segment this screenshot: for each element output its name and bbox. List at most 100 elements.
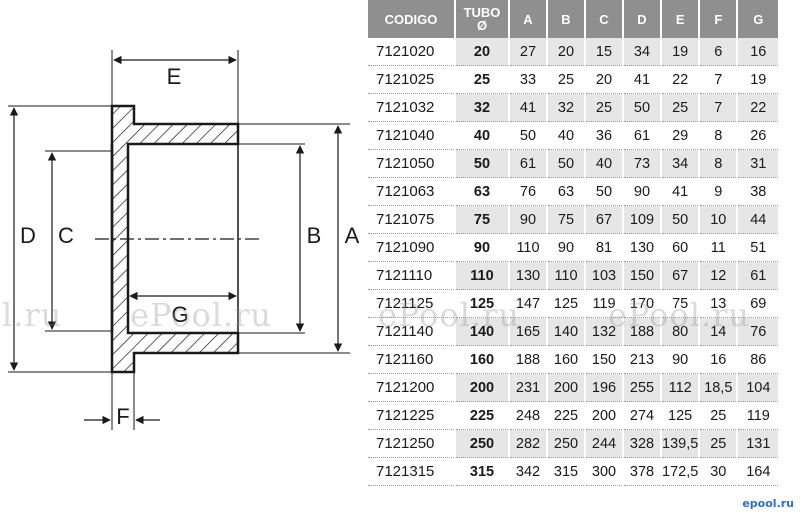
- cell-tubo: 50: [456, 150, 508, 178]
- cell-e: 60: [662, 234, 699, 262]
- cell-c: 300: [586, 458, 622, 486]
- cell-tubo: 32: [456, 94, 508, 122]
- cell-e: 29: [662, 122, 699, 150]
- cell-e: 125: [662, 402, 699, 430]
- cell-a: 342: [510, 458, 546, 486]
- cell-b: 160: [548, 346, 584, 374]
- cell-f: 12: [700, 262, 737, 290]
- cell-f: 14: [700, 318, 737, 346]
- cell-d: 34: [624, 38, 660, 66]
- cell-a: 130: [510, 262, 546, 290]
- header-tubo: TUBO Ø: [456, 0, 508, 38]
- cell-b: 63: [548, 178, 584, 206]
- cell-a: 76: [510, 178, 546, 206]
- cell-b: 90: [548, 234, 584, 262]
- cell-g: 104: [738, 374, 779, 402]
- cell-g: 76: [738, 318, 779, 346]
- cell-d: 378: [624, 458, 660, 486]
- cell-d: 109: [624, 206, 660, 234]
- cell-c: 103: [586, 262, 622, 290]
- cell-a: 282: [510, 430, 546, 458]
- cell-g: 16: [738, 38, 779, 66]
- cell-tubo: 200: [456, 374, 508, 402]
- cell-e: 90: [662, 346, 699, 374]
- cell-c: 36: [586, 122, 622, 150]
- cell-g: 44: [738, 206, 779, 234]
- cell-c: 244: [586, 430, 622, 458]
- cell-c: 25: [586, 94, 622, 122]
- label-g: G: [171, 302, 188, 327]
- cell-f: 10: [700, 206, 737, 234]
- header-a: A: [510, 0, 546, 38]
- cell-codigo: 7121200: [368, 374, 454, 402]
- cell-b: 32: [548, 94, 584, 122]
- cell-a: 147: [510, 290, 546, 318]
- cell-d: 50: [624, 94, 660, 122]
- cell-f: 7: [700, 94, 737, 122]
- cell-b: 25: [548, 66, 584, 94]
- cell-a: 231: [510, 374, 546, 402]
- cell-f: 9: [700, 178, 737, 206]
- cell-tubo: 315: [456, 458, 508, 486]
- cell-g: 164: [738, 458, 779, 486]
- cell-c: 132: [586, 318, 622, 346]
- cell-tubo: 160: [456, 346, 508, 374]
- cell-b: 200: [548, 374, 584, 402]
- cell-g: 22: [738, 94, 779, 122]
- cell-e: 80: [662, 318, 699, 346]
- cell-c: 119: [586, 290, 622, 318]
- label-a: A: [345, 223, 360, 248]
- cell-b: 75: [548, 206, 584, 234]
- header-tubo-line2: Ø: [476, 18, 488, 33]
- cell-c: 200: [586, 402, 622, 430]
- fitting-drawing: E D C B A G F: [8, 50, 360, 430]
- site-logo: epool.ru: [742, 497, 794, 510]
- cell-tubo: 40: [456, 122, 508, 150]
- cell-tubo: 25: [456, 66, 508, 94]
- header-d: D: [624, 0, 660, 38]
- cell-d: 274: [624, 402, 660, 430]
- cell-d: 41: [624, 66, 660, 94]
- header-f: F: [700, 0, 737, 38]
- cell-c: 40: [586, 150, 622, 178]
- cell-f: 18,5: [700, 374, 737, 402]
- cell-g: 31: [738, 150, 779, 178]
- cell-e: 25: [662, 94, 699, 122]
- cell-b: 225: [548, 402, 584, 430]
- cell-codigo: 7121160: [368, 346, 454, 374]
- cell-tubo: 225: [456, 402, 508, 430]
- cell-b: 315: [548, 458, 584, 486]
- cell-a: 50: [510, 122, 546, 150]
- cell-codigo: 7121125: [368, 290, 454, 318]
- cell-d: 170: [624, 290, 660, 318]
- cell-d: 150: [624, 262, 660, 290]
- cell-e: 19: [662, 38, 699, 66]
- cell-b: 40: [548, 122, 584, 150]
- cell-codigo: 7121063: [368, 178, 454, 206]
- watermark-2: ePool.ru: [130, 296, 273, 334]
- cell-c: 67: [586, 206, 622, 234]
- cell-d: 90: [624, 178, 660, 206]
- cell-c: 81: [586, 234, 622, 262]
- header-b: B: [548, 0, 584, 38]
- cell-g: 19: [738, 66, 779, 94]
- cell-a: 27: [510, 38, 546, 66]
- cell-d: 73: [624, 150, 660, 178]
- cell-a: 110: [510, 234, 546, 262]
- cell-f: 25: [700, 402, 737, 430]
- cell-codigo: 7121032: [368, 94, 454, 122]
- cell-e: 139,5: [662, 430, 699, 458]
- cell-f: 8: [700, 122, 737, 150]
- cell-c: 50: [586, 178, 622, 206]
- cell-b: 125: [548, 290, 584, 318]
- label-c: C: [58, 223, 74, 248]
